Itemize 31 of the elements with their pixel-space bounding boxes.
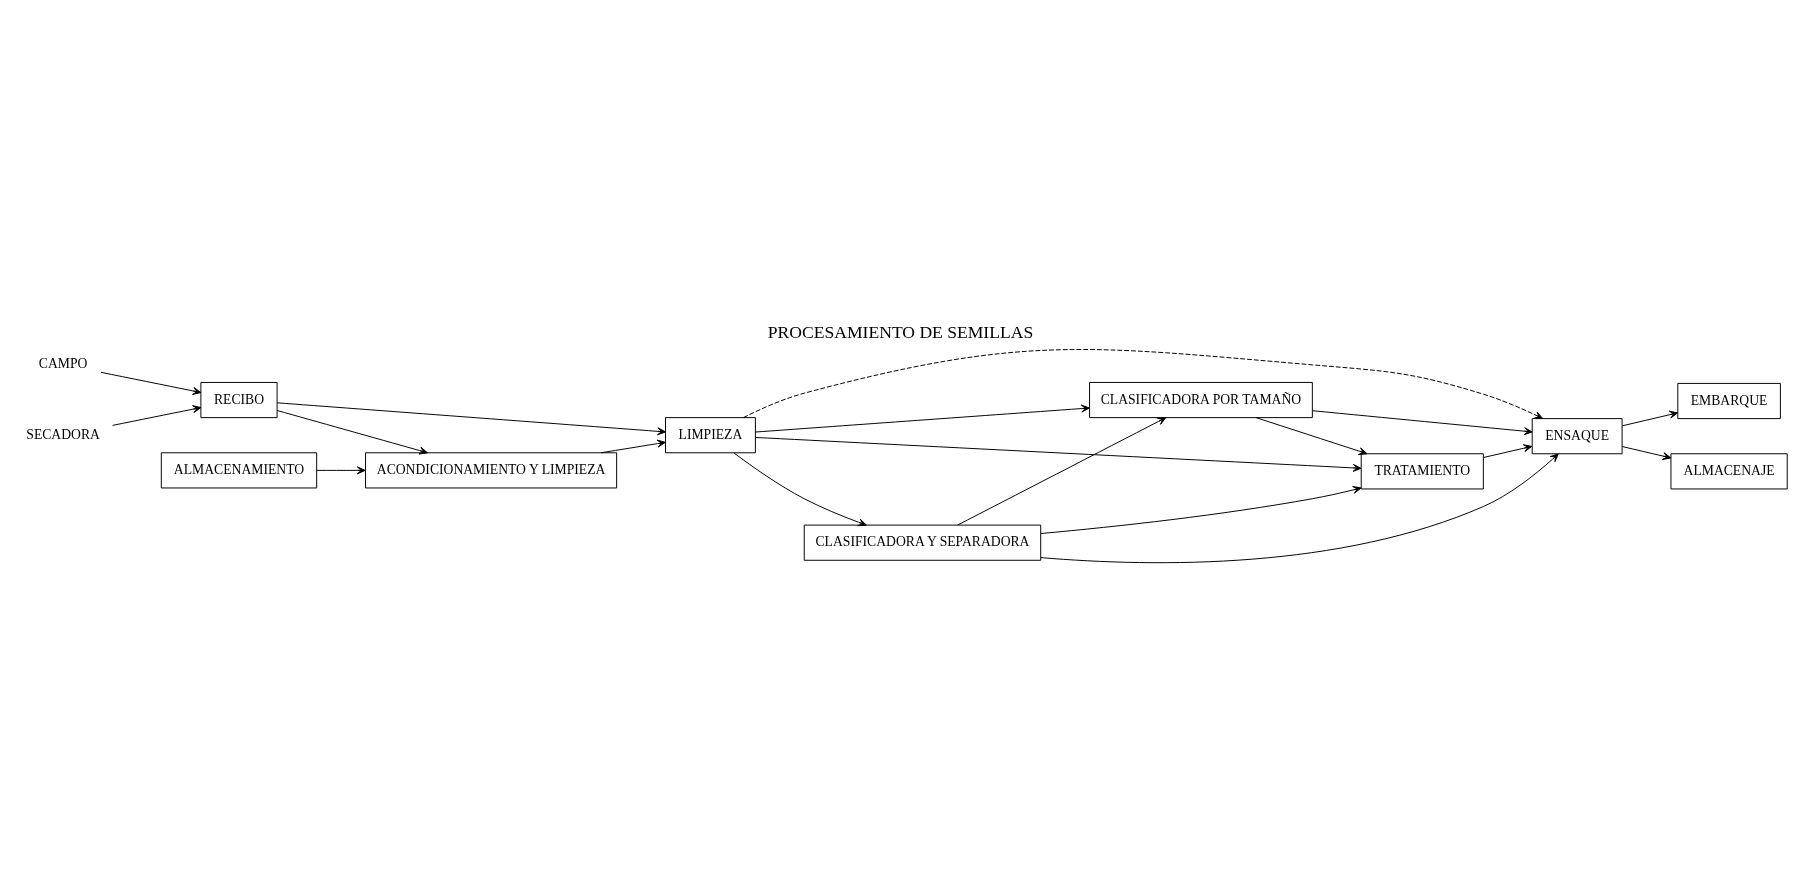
node-box: CLASIFICADORA POR TAMAÑO [1089,381,1313,419]
arrow [112,405,202,426]
node-box: ACONDICIONAMIENTO Y LIMPIEZA [365,452,618,489]
node-box: ALMACENAMIENTO [160,452,318,489]
arrow [733,452,867,527]
arrow [100,371,202,395]
arrow [276,410,428,455]
arrow [1040,453,1559,564]
node-text: SECADORA [26,426,100,442]
node-box: ALMACENAJE [1670,453,1788,490]
arrow [1040,485,1362,534]
arrow [957,417,1167,526]
arrow [1621,410,1679,427]
arrow [755,404,1090,433]
node-box: RECIBO [200,381,278,419]
node-box: TRATAMIENTO [1360,453,1484,490]
arrow [316,466,366,475]
arrow [1483,444,1533,458]
node-text: CAMPO [38,356,88,372]
node-box: EMBARQUE [1677,382,1781,420]
arrow [743,349,1544,419]
diagram-title: PROCESAMIENTO DE SEMILLAS [767,321,1034,342]
arrow [1621,446,1672,461]
arrow [1311,410,1533,436]
arrow [600,439,666,454]
node-box: CLASIFICADORA Y SEPARADORA [803,524,1042,561]
arrow [1255,417,1368,456]
node-box: LIMPIEZA [665,417,756,454]
arrow [276,402,666,436]
arrow [755,436,1362,472]
node-box: ENSAQUE [1531,418,1623,455]
